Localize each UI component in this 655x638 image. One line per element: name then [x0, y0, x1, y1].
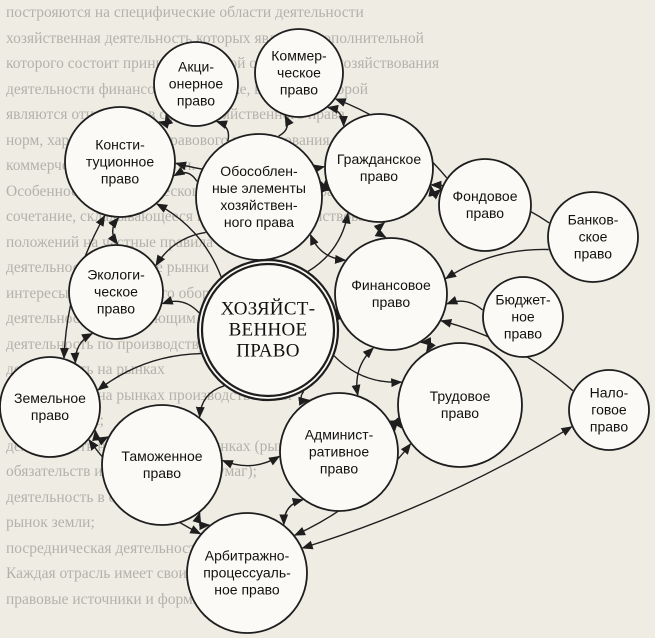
edge-center-customs — [195, 385, 225, 419]
edge-center-labor — [333, 355, 403, 388]
node-labor — [397, 342, 523, 468]
node-budget — [482, 276, 564, 358]
edge-center-land — [97, 352, 202, 391]
node-administrative — [279, 392, 399, 512]
edge-financial-administrative — [351, 347, 375, 397]
node-circle — [397, 342, 523, 468]
node-customs — [101, 404, 223, 526]
node-civil — [324, 113, 434, 223]
edge-administrative-arbitration — [279, 497, 304, 526]
node-circle — [101, 404, 223, 526]
edge-constitutional-joint_stock — [158, 113, 174, 129]
node-circle — [64, 106, 176, 218]
node-circle — [153, 41, 239, 127]
edge-civil-commercial — [326, 104, 348, 128]
edge-labor-financial — [419, 337, 436, 353]
edge-ecological-land — [70, 332, 94, 364]
node-circle — [568, 369, 650, 451]
edge-budget-financial — [446, 296, 484, 311]
edge-separated-joint_stock — [215, 120, 230, 142]
node-tax — [568, 369, 650, 451]
edge-customs-arbitration — [192, 511, 211, 531]
background-text-line: построяются на специфические области дея… — [6, 4, 364, 21]
node-circle — [334, 237, 448, 351]
node-financial — [334, 237, 448, 351]
node-circle — [279, 392, 399, 512]
node-circle — [324, 113, 434, 223]
background-text-line: рынок земли; — [6, 514, 95, 531]
node-circle — [482, 276, 564, 358]
background-text-line: правовые источники и формы права — [6, 590, 245, 608]
edge-center-administrative — [298, 390, 310, 406]
node-inner-ring — [200, 262, 336, 398]
nodes — [0, 28, 650, 634]
node-circle — [68, 244, 164, 340]
edge-civil-stock — [428, 184, 442, 200]
edge-separated-constitutional — [173, 166, 198, 182]
node-commercial — [254, 28, 344, 118]
edge-separated-civil — [320, 179, 331, 194]
node-joint-stock — [153, 41, 239, 127]
edge-separated-commercial — [278, 114, 294, 137]
edge-constitutional-ecological — [107, 217, 120, 245]
node-circle — [547, 191, 639, 283]
node-center — [196, 258, 340, 402]
node-circle — [438, 158, 532, 252]
node-circle — [254, 28, 344, 118]
edge-arbitration-tax — [301, 426, 573, 550]
edge-center-ecological — [161, 296, 200, 314]
edge-customs-administrative — [221, 455, 281, 469]
node-stock — [438, 158, 532, 252]
background-text-line: посредническая деятельность — [6, 539, 203, 557]
edge-labor-administrative — [389, 417, 403, 432]
node-ecological — [68, 244, 164, 340]
node-land — [0, 356, 101, 458]
edge-civil-financial — [373, 222, 387, 238]
edge-separated-ecological — [155, 231, 206, 267]
node-constitutional — [64, 106, 176, 218]
node-arbitration — [186, 512, 308, 634]
edge-land-customs — [92, 429, 109, 446]
node-circle — [186, 512, 308, 634]
node-banking — [547, 191, 639, 283]
node-circle — [0, 356, 101, 458]
edge-separated-financial — [309, 233, 347, 264]
node-separated — [195, 133, 323, 261]
node-circle — [195, 133, 323, 261]
edge-banking-financial — [444, 248, 549, 280]
